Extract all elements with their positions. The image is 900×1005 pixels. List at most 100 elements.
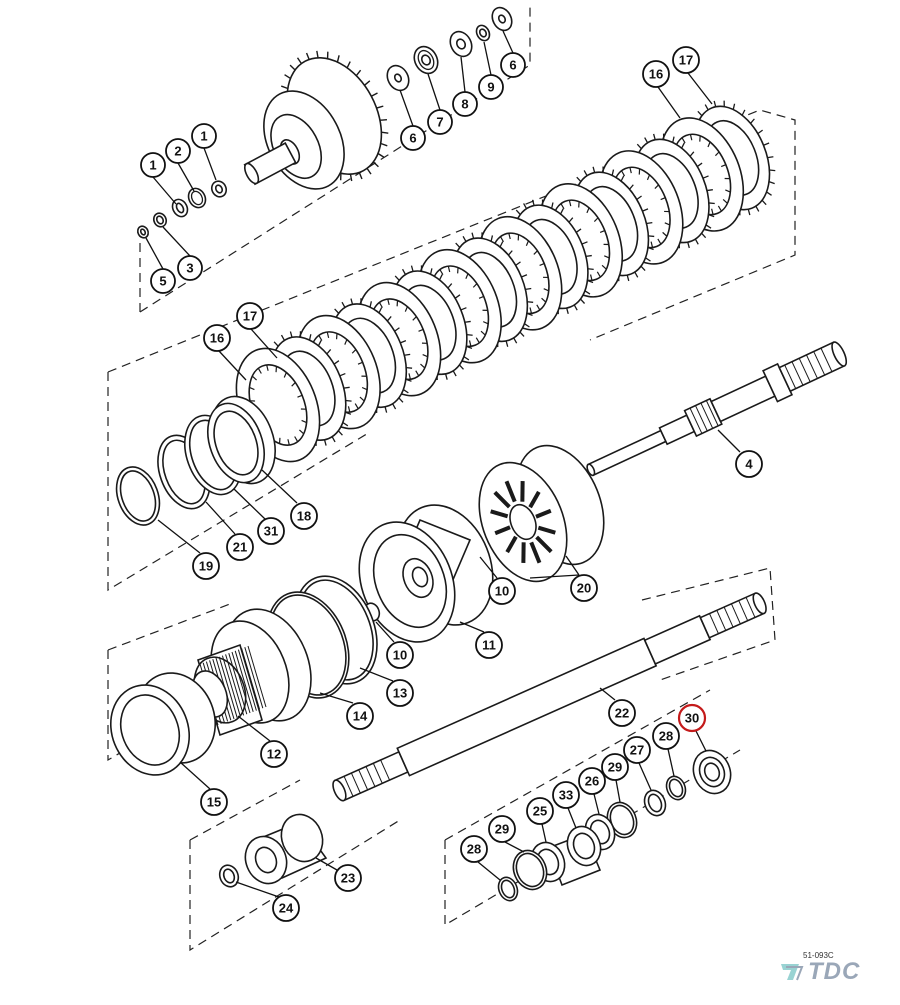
clutch-plate-stack (235, 100, 776, 463)
callout-9: 9 (478, 41, 504, 100)
drum-11 (358, 504, 494, 643)
callout-label-11: 11 (482, 638, 496, 653)
callout-label-22: 22 (615, 706, 629, 721)
callout-label-33: 33 (559, 788, 573, 803)
callout-6b: 6 (500, 30, 526, 78)
callout-11: 11 (459, 621, 503, 659)
callout-label-24: 24 (279, 901, 294, 916)
callout-label-19: 19 (199, 559, 213, 574)
callout-label-6a: 6 (409, 131, 416, 146)
callout-label-1a: 1 (149, 158, 156, 173)
gear-body (243, 50, 389, 190)
callout-label-17b: 17 (243, 309, 257, 324)
callout-17b: 17 (236, 302, 278, 359)
callout-2: 2 (165, 138, 195, 192)
boundary-clutch-pack-top (107, 109, 796, 373)
callout-label-7: 7 (436, 115, 443, 130)
callout-28a: 28 (652, 722, 680, 777)
callout-10b: 10 (375, 621, 414, 669)
bearing-1 (187, 187, 207, 209)
snap-rings-left (115, 395, 276, 526)
callout-label-12: 12 (267, 747, 281, 762)
callout-label-5: 5 (159, 274, 166, 289)
callout-6a: 6 (399, 89, 426, 151)
callout-13: 13 (359, 667, 414, 707)
spring-discs-20 (478, 444, 605, 583)
callout-label-29b: 29 (495, 822, 509, 837)
housing-15 (109, 672, 217, 776)
callout-label-8: 8 (461, 97, 468, 112)
callout-30: 30 (677, 703, 707, 752)
callout-16b: 16 (203, 324, 247, 381)
callout-7: 7 (427, 73, 453, 135)
callout-label-25: 25 (533, 804, 547, 819)
callout-31: 31 (233, 488, 285, 545)
small-parts-group (497, 749, 732, 902)
callout-23: 23 (315, 857, 362, 892)
callout-label-4: 4 (745, 457, 753, 472)
top-gear-assembly (243, 50, 389, 190)
callouts: 1 2 1 5 3 6 7 (140, 30, 763, 922)
callout-label-1b: 1 (200, 129, 207, 144)
callout-17a: 17 (672, 46, 713, 105)
callout-16a: 16 (642, 60, 681, 119)
sleeve-23 (244, 813, 328, 885)
boundary-mainshaft-top (107, 603, 231, 651)
boundary-top-gear (139, 5, 531, 313)
callout-20: 20 (529, 555, 598, 602)
boundary-clutch-pack-left (107, 372, 371, 592)
callout-label-28a: 28 (659, 729, 673, 744)
callout-12: 12 (237, 715, 288, 768)
callout-label-10a: 10 (495, 584, 509, 599)
callout-18: 18 (261, 469, 318, 530)
callout-29b: 29 (488, 815, 525, 853)
callout-label-13: 13 (393, 686, 407, 701)
callout-label-15: 15 (207, 795, 221, 810)
callout-label-10b: 10 (393, 648, 407, 663)
callout-label-14: 14 (353, 709, 368, 724)
callout-3: 3 (162, 226, 203, 281)
callout-1b: 1 (191, 123, 217, 181)
callout-label-28b: 28 (467, 842, 481, 857)
callout-10a: 10 (479, 556, 516, 605)
callout-5: 5 (145, 237, 176, 294)
callout-14: 14 (319, 692, 374, 730)
callout-26: 26 (578, 767, 606, 815)
drawing-reference-code: 51-093C (803, 951, 834, 960)
washer-24 (218, 864, 240, 888)
callout-label-23: 23 (341, 871, 355, 886)
shaft-4 (586, 341, 848, 477)
tdc-logo-text: TDC (808, 958, 861, 985)
mainshaft-22 (332, 592, 767, 802)
callout-25: 25 (526, 797, 554, 843)
boundary-sleeve-top (189, 779, 301, 841)
callout-label-17a: 17 (679, 53, 693, 68)
callout-1a: 1 (140, 152, 177, 205)
callout-label-29a: 29 (608, 760, 622, 775)
callout-label-30: 30 (685, 711, 699, 726)
callout-label-20: 20 (577, 581, 591, 596)
gear-washers (136, 180, 228, 239)
callout-22: 22 (599, 687, 636, 727)
callout-8: 8 (452, 56, 478, 117)
callout-15: 15 (179, 761, 228, 816)
boundary-small-parts-top (444, 689, 711, 841)
tdc-logo-icon (781, 964, 804, 981)
group-boundaries (107, 5, 796, 952)
callout-label-16a: 16 (649, 67, 663, 82)
callout-4: 4 (717, 429, 763, 478)
callout-label-18: 18 (297, 509, 311, 524)
callout-label-2: 2 (174, 144, 181, 159)
top-right-washers (386, 6, 513, 92)
callout-28b: 28 (460, 835, 501, 881)
callout-label-9: 9 (487, 80, 494, 95)
boundary-shaft-right (641, 567, 776, 681)
callout-33: 33 (552, 781, 580, 829)
callout-29a: 29 (601, 753, 629, 803)
callout-24: 24 (235, 881, 300, 922)
callout-21: 21 (205, 501, 254, 561)
callout-label-6b: 6 (509, 58, 516, 73)
callout-label-21: 21 (233, 540, 247, 555)
